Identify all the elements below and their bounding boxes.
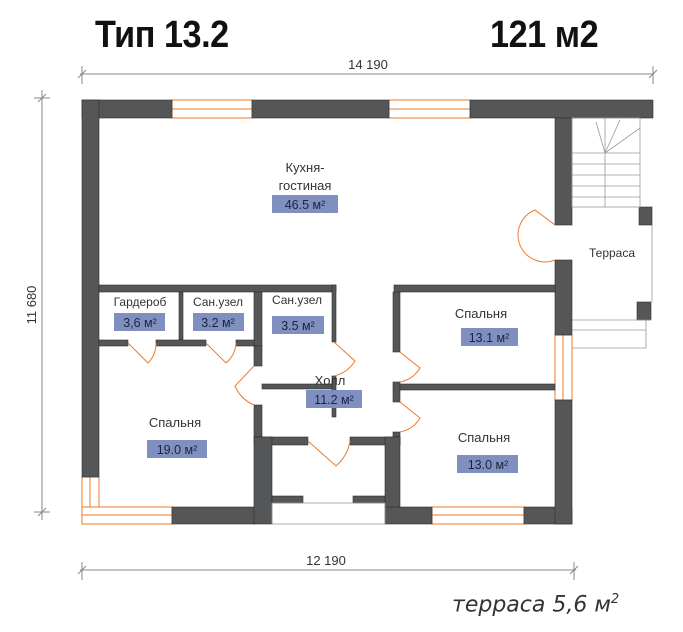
terrace-area-label: терраса 5,6 м xyxy=(452,592,611,618)
doors xyxy=(127,209,556,525)
room-wardrobe: Гардероб 3,6 м² xyxy=(114,295,167,331)
room-area: 13.0 м² xyxy=(468,458,509,472)
terrace-area-note: терраса 5,6 м2 xyxy=(452,592,619,617)
room-name: Спальня xyxy=(149,415,201,430)
room-area: 11.2 м² xyxy=(314,393,354,407)
area-badge xyxy=(272,195,338,213)
room-name-line2: гостиная xyxy=(279,178,332,193)
area-badge xyxy=(147,440,207,458)
room-bedroom-large: Спальня 19.0 м² xyxy=(147,415,207,458)
dimension-bottom: 12 190 xyxy=(77,553,579,580)
walls xyxy=(81,99,654,525)
room-area: 3.2 м² xyxy=(201,316,235,330)
room-name: Кухня- xyxy=(285,160,324,175)
room-bedroom-lower-right: Спальня 13.0 м² xyxy=(457,430,518,473)
dimension-left: 11 680 xyxy=(24,90,50,520)
dimension-top-label: 14 190 xyxy=(348,57,388,72)
room-bedroom-upper-right: Спальня 13.1 м² xyxy=(455,306,518,346)
total-area-title: 121 м2 xyxy=(490,14,599,56)
room-area: 3.5 м² xyxy=(281,319,315,333)
dimension-top: 14 190 xyxy=(77,57,658,84)
room-area: 13.1 м² xyxy=(469,331,510,345)
room-kitchen-living: Кухня- гостиная 46.5 м² xyxy=(272,160,338,213)
plan-type-title: Тип 13.2 xyxy=(95,14,229,56)
room-name: Терраса xyxy=(589,246,635,260)
room-area: 3,6 м² xyxy=(123,316,157,330)
room-name: Холл xyxy=(315,373,346,388)
room-name: Сан.узел xyxy=(272,293,322,307)
area-badge xyxy=(461,328,518,346)
area-badge xyxy=(457,455,518,473)
room-name: Спальня xyxy=(458,430,510,445)
room-hall: Холл 11.2 м² xyxy=(306,373,362,408)
room-name: Сан.узел xyxy=(193,295,243,309)
staircase xyxy=(571,117,653,349)
dimension-bottom-label: 12 190 xyxy=(306,553,346,568)
room-bathroom-2: Сан.узел 3.5 м² xyxy=(272,293,324,334)
area-badge xyxy=(306,390,362,408)
room-name: Гардероб xyxy=(114,295,167,309)
room-area: 46.5 м² xyxy=(285,198,326,212)
dimension-left-label: 11 680 xyxy=(24,286,39,325)
area-badge xyxy=(272,316,324,334)
terrace-area-sup: 2 xyxy=(610,592,620,607)
area-badge xyxy=(193,313,244,331)
area-badge xyxy=(114,313,165,331)
room-name: Спальня xyxy=(455,306,507,321)
room-bathroom-1: Сан.узел 3.2 м² xyxy=(193,295,244,331)
room-area: 19.0 м² xyxy=(157,443,198,457)
room-terrace: Терраса xyxy=(589,246,635,260)
